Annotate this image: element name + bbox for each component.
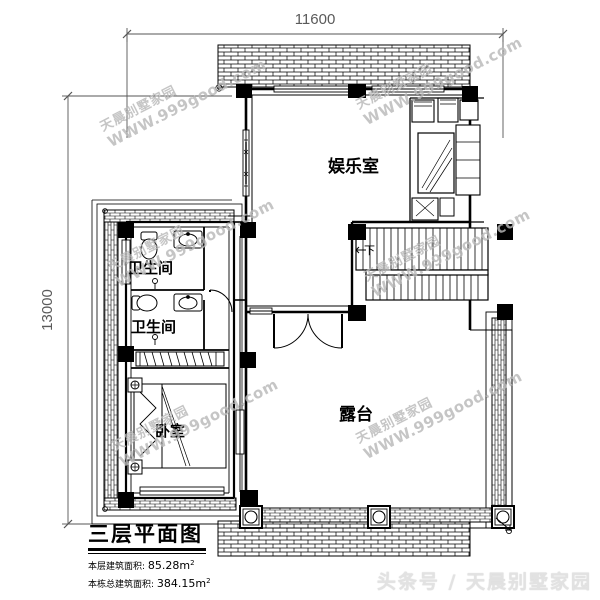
window-notch-left: [242, 129, 250, 197]
left-exterior-wall: [96, 203, 243, 517]
source-banner: 头条号 / 天晨别墅家园: [376, 571, 592, 593]
area-total-value: 384.15: [156, 577, 196, 590]
area-unit-sup: 2: [190, 559, 195, 567]
window-divider-left: [249, 307, 273, 315]
entertainment-furniture: [409, 97, 484, 223]
room-label-entertainment: 娱乐室: [328, 157, 379, 177]
drawing-title: 三层平面图: [88, 522, 203, 546]
area-total-label: 本栋总建筑面积:: [88, 580, 155, 590]
sink-fixture-1: [173, 230, 203, 249]
terrace-columns: [239, 505, 515, 529]
title-block: 三层平面图 本层建筑面积: 85.28m2 本栋总建筑面积: 384.15m2: [88, 524, 211, 590]
floor-drain-icons: [152, 278, 158, 345]
terrace-outline: [238, 329, 513, 529]
wardrobe: [135, 351, 225, 367]
area-unit-sup: 2: [206, 577, 211, 585]
room-label-bathroom-2: 卫生间: [131, 318, 177, 336]
door-bathroom: [209, 289, 233, 313]
sink-fixture-2: [173, 293, 203, 312]
dimension-top-text: 11600: [295, 11, 336, 28]
area-unit: m: [195, 577, 207, 590]
room-label-bedroom: 卧室: [155, 422, 186, 440]
bed-furniture: [127, 377, 227, 475]
plan-guide-outline: [91, 199, 232, 525]
door-double-center: [273, 313, 343, 349]
toilet-fixture-1: [140, 231, 158, 260]
interior-partitions: [131, 227, 229, 369]
dimension-left-text: 13000: [39, 289, 56, 331]
bedroom-window-left: [121, 239, 131, 285]
bedroom-window-bottom: [139, 486, 225, 496]
area-unit: m: [179, 559, 191, 572]
staircase: [355, 227, 489, 301]
stair-direction-label: 下: [364, 244, 375, 257]
area-this-floor: 本层建筑面积: 85.28m2: [88, 559, 211, 572]
room-label-bathroom-1: 卫生间: [128, 259, 174, 277]
window-middle-wall: [235, 409, 245, 455]
terrace-corner-arrow: [495, 517, 511, 531]
top-brick-band: [217, 44, 471, 88]
area-this-floor-label: 本层建筑面积:: [88, 562, 146, 572]
structural-columns: [118, 84, 513, 508]
toilet-fixture-2: [131, 294, 158, 312]
area-this-floor-value: 85.28: [147, 559, 180, 572]
room-label-terrace: 露台: [339, 405, 373, 425]
terrace-railing: [243, 311, 513, 529]
stair-direction-arrow: [355, 246, 366, 254]
area-total: 本栋总建筑面积: 384.15m2: [88, 577, 211, 590]
title-rule-thin: [88, 553, 206, 554]
title-rule-thick: [88, 548, 206, 551]
